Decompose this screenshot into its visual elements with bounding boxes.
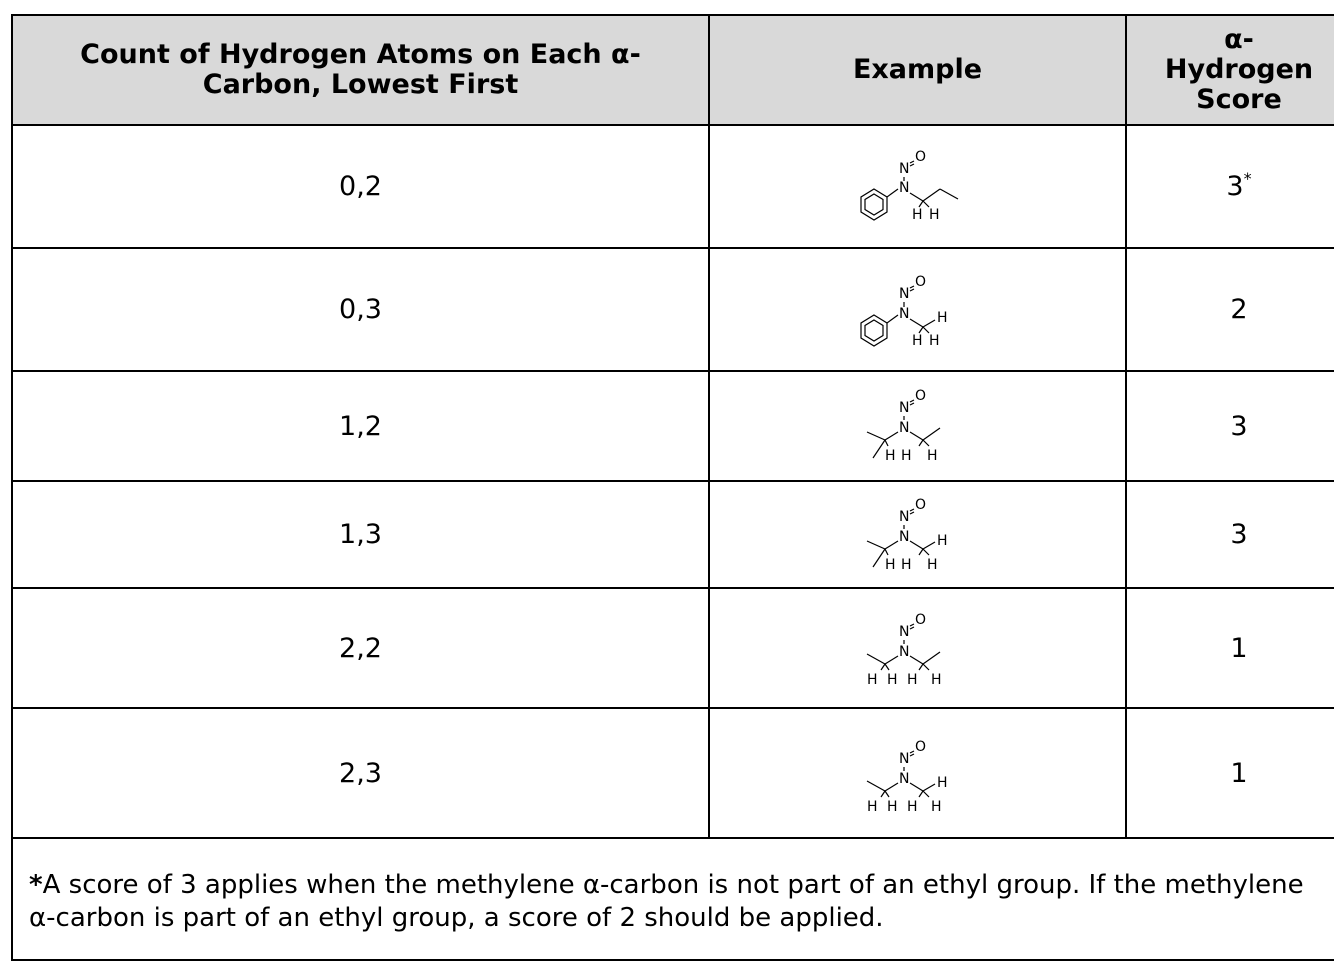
atom-label: H — [929, 333, 940, 349]
atom-label: N — [899, 180, 909, 196]
atom-label: H — [937, 775, 948, 791]
atom-label: O — [915, 149, 926, 165]
atom-label: H — [931, 672, 942, 688]
table-row: 2,2 N N O H H H H 1 — [11, 587, 1334, 709]
atom-label: N — [899, 306, 909, 322]
atom-label: H — [927, 557, 938, 573]
example-structure-cell: N N O H H H H — [708, 480, 1127, 589]
score-cell: 1 — [1125, 707, 1334, 839]
atom-label: H — [912, 333, 923, 349]
footnote-mark: * — [1243, 169, 1252, 188]
atom-label: N — [899, 771, 909, 787]
score-cell: 3* — [1125, 124, 1334, 249]
table-row: 0,2 N N O H H 3* — [11, 124, 1334, 249]
atom-label: N — [899, 286, 909, 302]
atom-label: O — [915, 739, 926, 755]
table-header-row: Count of Hydrogen Atoms on Each α-Carbon… — [11, 14, 1334, 126]
atom-label: N — [899, 420, 909, 436]
table-row: 2,3 N N O H H H H H 1 — [11, 707, 1334, 839]
footnote-text: A score of 3 applies when the methylene … — [29, 870, 1304, 933]
atom-label: N — [899, 624, 909, 640]
atom-label: H — [929, 207, 940, 223]
atom-label: H — [937, 533, 948, 549]
score-cell: 1 — [1125, 587, 1334, 709]
structure-dipropyl-nitrosamine: N N O H H H H — [866, 612, 942, 688]
atom-label: N — [899, 509, 909, 525]
hydrogen-count-cell: 1,3 — [11, 480, 710, 589]
structure-phenyl-methyl-nitrosamine: N N O H H H — [859, 274, 948, 349]
example-structure-cell: N N O H H — [708, 124, 1127, 249]
atom-label: N — [899, 751, 909, 767]
atom-label: H — [927, 448, 938, 464]
hydrogen-count-cell: 0,3 — [11, 247, 710, 372]
atom-label: N — [899, 400, 909, 416]
atom-label: O — [915, 274, 926, 290]
structure-phenyl-propyl-nitrosamine: N N O H H — [859, 149, 958, 223]
atom-label: O — [915, 497, 926, 513]
atom-label: H — [907, 799, 918, 815]
header-score: α-Hydrogen Score — [1125, 14, 1334, 126]
alpha-hydrogen-score-table: Count of Hydrogen Atoms on Each α-Carbon… — [11, 14, 1334, 961]
hydrogen-count-cell: 1,2 — [11, 370, 710, 482]
structure-isopropyl-propyl-nitrosamine: N N O H H H — [866, 388, 940, 464]
atom-label: H — [907, 672, 918, 688]
structure-propyl-methyl-nitrosamine: N N O H H H H H — [866, 739, 948, 815]
atom-label: H — [901, 557, 912, 573]
footnote-row: *A score of 3 applies when the methylene… — [11, 837, 1334, 961]
atom-label: O — [915, 388, 926, 404]
atom-label: N — [899, 161, 909, 177]
hydrogen-count-cell: 2,3 — [11, 707, 710, 839]
header-example: Example — [708, 14, 1127, 126]
example-structure-cell: N N O H H H — [708, 247, 1127, 372]
table-row: 1,2 N N O H H H 3 — [11, 370, 1334, 482]
atom-label: N — [899, 529, 909, 545]
footnote: *A score of 3 applies when the methylene… — [11, 837, 1334, 961]
structure-isopropyl-methyl-nitrosamine: N N O H H H H — [866, 497, 948, 573]
atom-label: H — [912, 207, 923, 223]
example-structure-cell: N N O H H H H H — [708, 707, 1127, 839]
hydrogen-count-cell: 0,2 — [11, 124, 710, 249]
hydrogen-count-cell: 2,2 — [11, 587, 710, 709]
atom-label: H — [901, 448, 912, 464]
score-cell: 3 — [1125, 370, 1334, 482]
footnote-mark: * — [29, 870, 43, 900]
atom-label: H — [885, 448, 896, 464]
atom-label: H — [931, 799, 942, 815]
header-hydrogen-count: Count of Hydrogen Atoms on Each α-Carbon… — [11, 14, 710, 126]
atom-label: H — [887, 799, 898, 815]
example-structure-cell: N N O H H H H — [708, 587, 1127, 709]
atom-label: O — [915, 612, 926, 628]
example-structure-cell: N N O H H H — [708, 370, 1127, 482]
atom-label: N — [899, 644, 909, 660]
atom-label: H — [937, 310, 948, 326]
table-row: 1,3 N N O H H H H 3 — [11, 480, 1334, 589]
score-cell: 3 — [1125, 480, 1334, 589]
atom-label: H — [887, 672, 898, 688]
atom-label: H — [867, 672, 878, 688]
score-cell: 2 — [1125, 247, 1334, 372]
atom-label: H — [867, 799, 878, 815]
atom-label: H — [885, 557, 896, 573]
table-row: 0,3 N N O H H H 2 — [11, 247, 1334, 372]
